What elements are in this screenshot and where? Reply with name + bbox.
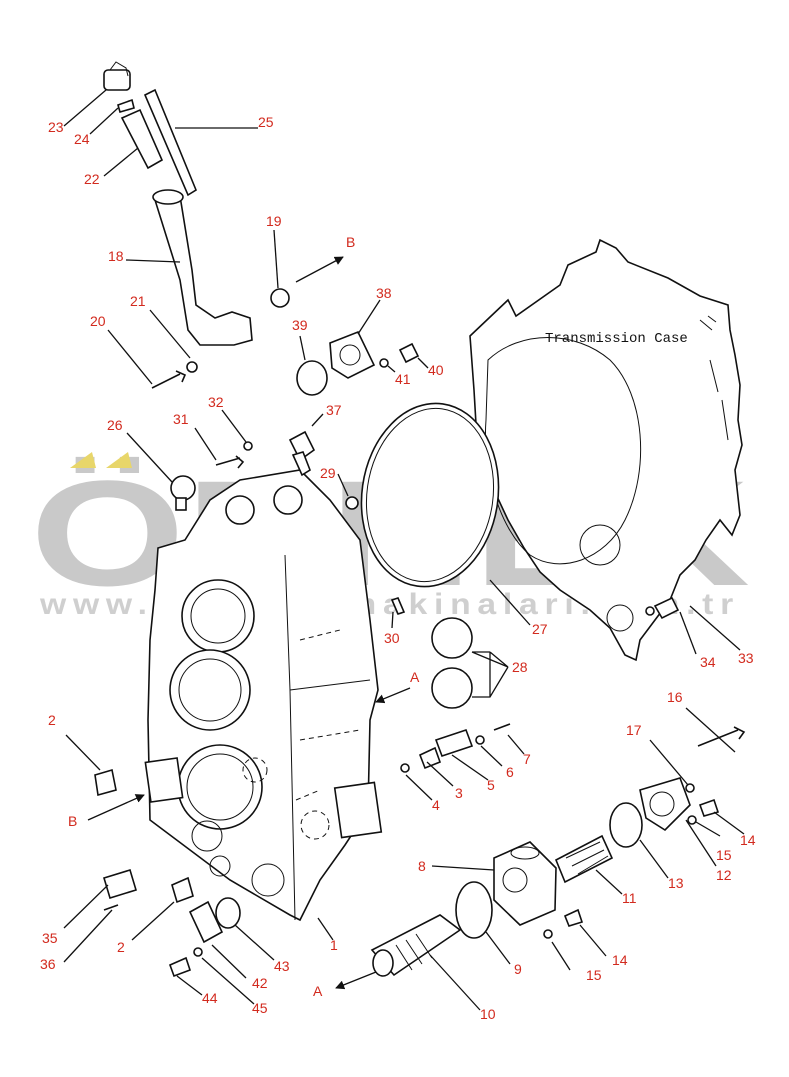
callout-40: 40 — [428, 362, 444, 378]
leader-lines — [63, 89, 745, 1011]
callout-44: 44 — [202, 990, 218, 1006]
callout-16: 16 — [667, 689, 683, 705]
callout-12: 12 — [716, 867, 732, 883]
callout-38: 38 — [376, 285, 392, 301]
callout-21: 21 — [130, 293, 146, 309]
callout-10: 10 — [480, 1006, 496, 1022]
callout-28: 28 — [512, 659, 528, 675]
flow-arrows — [87, 256, 411, 990]
watermark-accent — [70, 452, 132, 468]
callout-31: 31 — [173, 411, 189, 427]
callout-30: 30 — [384, 630, 400, 646]
arrow-label-a-bottom: A — [313, 983, 323, 999]
callout-15-right: 15 — [716, 847, 732, 863]
arrow-b-top — [295, 256, 344, 283]
valve-assembly — [370, 834, 614, 977]
callout-45: 45 — [252, 1000, 268, 1016]
callout-39: 39 — [292, 317, 308, 333]
callout-25: 25 — [258, 114, 274, 130]
callout-43: 43 — [274, 958, 290, 974]
callout-14-lower: 14 — [612, 952, 628, 968]
callout-41: 41 — [395, 371, 411, 387]
case-label: Transmission Case — [545, 331, 688, 347]
callout-24: 24 — [74, 131, 90, 147]
callout-34: 34 — [700, 654, 716, 670]
callout-32: 32 — [208, 394, 224, 410]
callout-2-bottom: 2 — [117, 939, 125, 955]
callouts: 1 2 2 3 4 5 6 7 8 9 10 11 12 13 14 14 15… — [40, 114, 756, 1022]
callout-23: 23 — [48, 119, 64, 135]
callout-8: 8 — [418, 858, 426, 874]
callout-42: 42 — [252, 975, 268, 991]
callout-37: 37 — [326, 402, 342, 418]
callout-14-right: 14 — [740, 832, 756, 848]
callout-13: 13 — [668, 875, 684, 891]
callout-1: 1 — [330, 937, 338, 953]
callout-35: 35 — [42, 930, 58, 946]
arrow-label-b-housing: B — [68, 813, 77, 829]
arrow-a-housing — [375, 687, 411, 704]
callout-3: 3 — [455, 785, 463, 801]
callout-9: 9 — [514, 961, 522, 977]
filler-tube-assembly — [103, 61, 253, 346]
callout-17: 17 — [626, 722, 642, 738]
callout-4: 4 — [432, 797, 440, 813]
callout-20: 20 — [90, 313, 106, 329]
callout-22: 22 — [84, 171, 100, 187]
callout-29: 29 — [320, 465, 336, 481]
callout-26: 26 — [107, 417, 123, 433]
callout-11: 11 — [622, 890, 637, 906]
small-parts — [94, 342, 746, 978]
callout-27: 27 — [532, 621, 548, 637]
transmission-case: Transmission Case — [469, 238, 743, 662]
callout-7: 7 — [523, 751, 531, 767]
arrow-label-b-top: B — [346, 234, 355, 250]
callout-15-lower: 15 — [586, 967, 602, 983]
callout-36: 36 — [40, 956, 56, 972]
callout-19: 19 — [266, 213, 282, 229]
arrow-labels: B A B A — [68, 234, 420, 999]
callout-18: 18 — [108, 248, 124, 264]
arrow-b-housing — [87, 794, 145, 821]
callout-33: 33 — [738, 650, 754, 666]
main-housing — [144, 469, 383, 922]
callout-5: 5 — [487, 777, 495, 793]
arrow-label-a-housing: A — [410, 669, 420, 685]
callout-2-left: 2 — [48, 712, 56, 728]
arrow-a-bottom — [335, 971, 377, 990]
callout-6: 6 — [506, 764, 514, 780]
seals-and-rings — [193, 288, 643, 957]
